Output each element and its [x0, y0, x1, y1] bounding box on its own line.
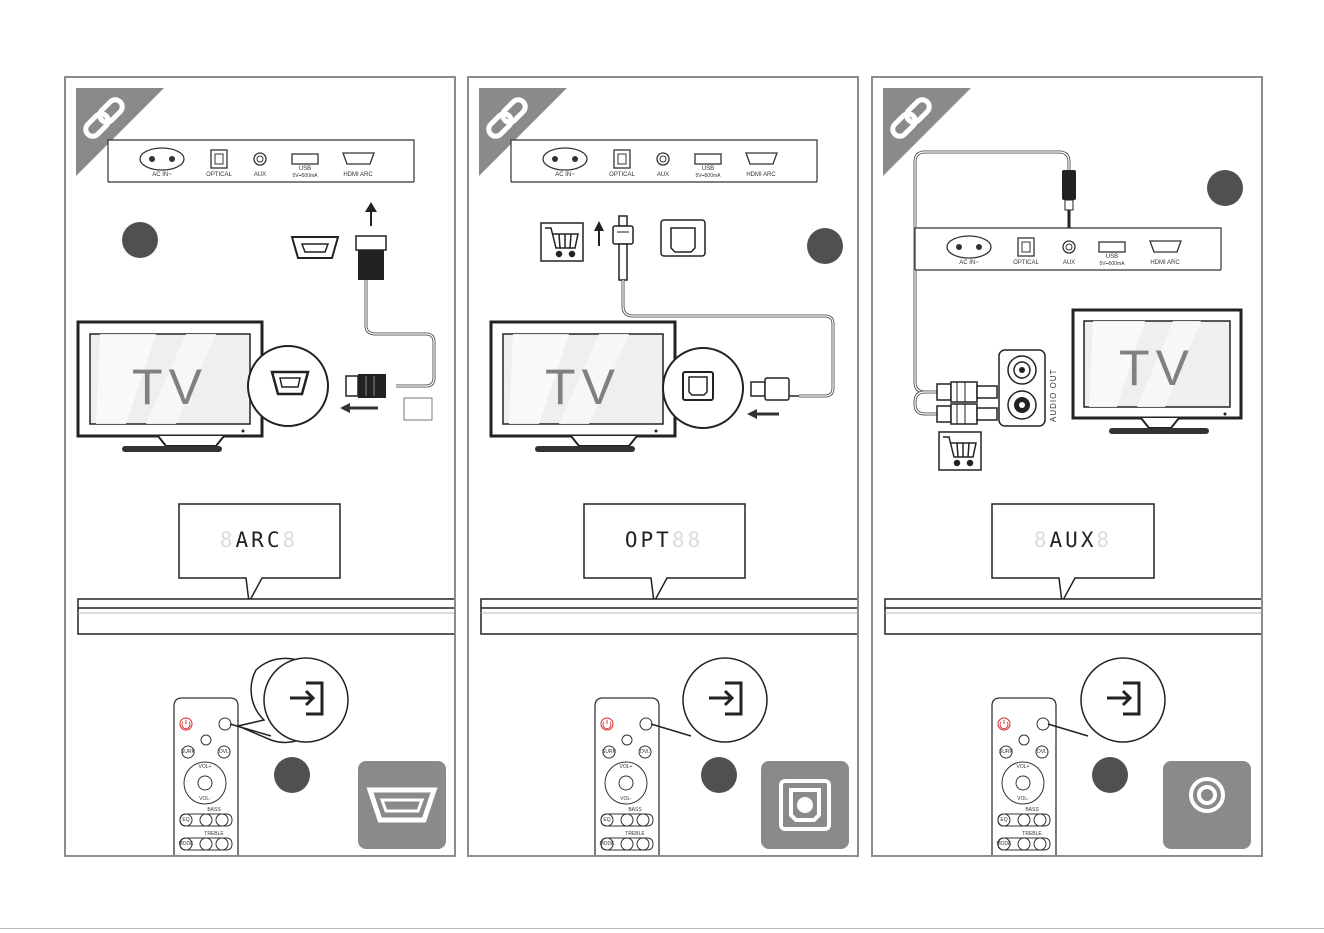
- display-dim-right: 8: [282, 528, 298, 552]
- remote-label-surr: SURR: [181, 749, 195, 755]
- hdmi-plug-horizontal: [358, 374, 386, 398]
- tv-label: TV: [132, 358, 208, 416]
- source-tile-hdmi: [358, 761, 446, 849]
- remote-label-dvl: DVL: [1037, 749, 1047, 755]
- port-label-optical: OPTICAL: [609, 172, 635, 178]
- optical-plug: [613, 226, 633, 244]
- step-circle-1: [122, 222, 158, 258]
- port-label-usb-rating: 5V━500mA: [293, 173, 318, 179]
- tv-optical-port: [683, 372, 713, 400]
- port-label-ac-in: AC IN~: [152, 172, 172, 178]
- remote-label-treble: TREBLE: [1022, 831, 1041, 837]
- display-readout: OPT88: [625, 528, 703, 552]
- port-label-usb: USB: [299, 166, 311, 172]
- empty-box: [404, 398, 432, 420]
- optical-socket-icon: [661, 220, 705, 256]
- remote-label-vol-down: VOL-: [1017, 796, 1029, 802]
- remote-label-surr: SURR: [999, 749, 1013, 755]
- port-label-optical: OPTICAL: [206, 172, 232, 178]
- left-arrow-icon: [747, 409, 757, 419]
- port-label-ac-in: AC IN~: [959, 260, 979, 266]
- panel-aux-drawing: [873, 78, 1263, 857]
- soundbar: [78, 599, 456, 634]
- remote-label-vol-up: VOL+: [1017, 764, 1030, 770]
- step-circle-2: [701, 757, 737, 793]
- display-readout: 8ARC8: [220, 528, 298, 552]
- display-dim-right: 88: [672, 528, 703, 552]
- remote-label-treble: TREBLE: [625, 831, 644, 837]
- remote-label-mode: MODE: [997, 841, 1012, 847]
- remote-label-vol-down: VOL-: [620, 796, 632, 802]
- remote-label-vol-up: VOL+: [620, 764, 633, 770]
- up-arrow-icon: [594, 221, 604, 231]
- display-bubble: [584, 504, 745, 602]
- step-circle-1: [807, 228, 843, 264]
- aux-plug: [1062, 170, 1076, 200]
- remote-label-bass: BASS: [207, 807, 220, 813]
- rca-plugs: [937, 382, 997, 424]
- display-text: OPT: [625, 528, 672, 552]
- port-label-optical: OPTICAL: [1013, 260, 1039, 266]
- display-text: ARC: [236, 528, 283, 552]
- remote-label-eq: EQ: [182, 817, 189, 823]
- remote-label-vol-down: VOL-: [199, 796, 211, 802]
- remote-zoom-bubble: [683, 658, 767, 742]
- display-text: AUX: [1050, 528, 1097, 552]
- panel-optical: AC IN~ OPTICAL AUX USB 5V━500mA HDMI ARC…: [467, 76, 859, 857]
- page-divider: [0, 928, 1324, 929]
- audio-out-label: AUDIO OUT: [1049, 369, 1058, 422]
- remote-label-mode: MODE: [600, 841, 615, 847]
- hdmi-plug-tip: [356, 236, 386, 250]
- remote-label-dvl: DVL: [640, 749, 650, 755]
- remote-label-vol-up: VOL+: [199, 764, 212, 770]
- port-label-usb-rating: 5V━500mA: [696, 173, 721, 179]
- remote-label-bass: BASS: [628, 807, 641, 813]
- tv-stand: [1109, 428, 1209, 434]
- remote-label-bass: BASS: [1025, 807, 1038, 813]
- remote-label-eq: EQ: [1000, 817, 1007, 823]
- tv-hdmi-port: [272, 372, 308, 394]
- tv-stand: [535, 446, 635, 452]
- tv-label: TV: [1119, 339, 1195, 397]
- remote-label-mode: MODE: [179, 841, 194, 847]
- panel-aux: AC IN~ OPTICAL AUX USB 5V━500mA HDMI ARC…: [871, 76, 1263, 857]
- display-bubble: [179, 504, 340, 602]
- port-label-aux: AUX: [657, 172, 669, 178]
- step-circle-1: [1207, 170, 1243, 206]
- port-label-usb: USB: [702, 166, 714, 172]
- remote-label-eq: EQ: [603, 817, 610, 823]
- remote-label-dvl: DVL: [219, 749, 229, 755]
- panel-hdmi-arc: AC IN~ OPTICAL AUX USB 5V━500mA HDMI ARC…: [64, 76, 456, 857]
- up-arrow-icon: [365, 202, 377, 212]
- port-label-ac-in: AC IN~: [555, 172, 575, 178]
- remote-label-surr: SURR: [602, 749, 616, 755]
- soundbar: [885, 599, 1263, 634]
- port-label-aux: AUX: [1063, 260, 1075, 266]
- hdmi-socket-icon: [292, 237, 338, 258]
- port-label-usb-rating: 5V━500mA: [1100, 261, 1125, 267]
- port-label-hdmi-arc: HDMI ARC: [343, 172, 372, 178]
- optical-plug-horizontal: [765, 378, 789, 400]
- step-circle-2: [274, 757, 310, 793]
- hdmi-plug-body: [358, 250, 384, 280]
- display-dim-left: 8: [220, 528, 236, 552]
- port-label-usb: USB: [1106, 254, 1118, 260]
- display-bubble: [992, 504, 1154, 602]
- left-arrow-icon: [340, 403, 350, 413]
- soundbar: [481, 599, 859, 634]
- display-dim-left: 8: [1034, 528, 1050, 552]
- panel-optical-drawing: [469, 78, 859, 857]
- display-dim-right: 8: [1096, 528, 1112, 552]
- port-label-aux: AUX: [254, 172, 266, 178]
- port-label-hdmi-arc: HDMI ARC: [746, 172, 775, 178]
- step-circle-2: [1092, 757, 1128, 793]
- remote-label-treble: TREBLE: [204, 831, 223, 837]
- tv-stand: [122, 446, 222, 452]
- port-label-hdmi-arc: HDMI ARC: [1150, 260, 1179, 266]
- tv-label: TV: [545, 358, 621, 416]
- display-readout: 8AUX8: [1034, 528, 1112, 552]
- remote-zoom-bubble: [1081, 658, 1165, 742]
- panel-hdmi-arc-drawing: [66, 78, 456, 857]
